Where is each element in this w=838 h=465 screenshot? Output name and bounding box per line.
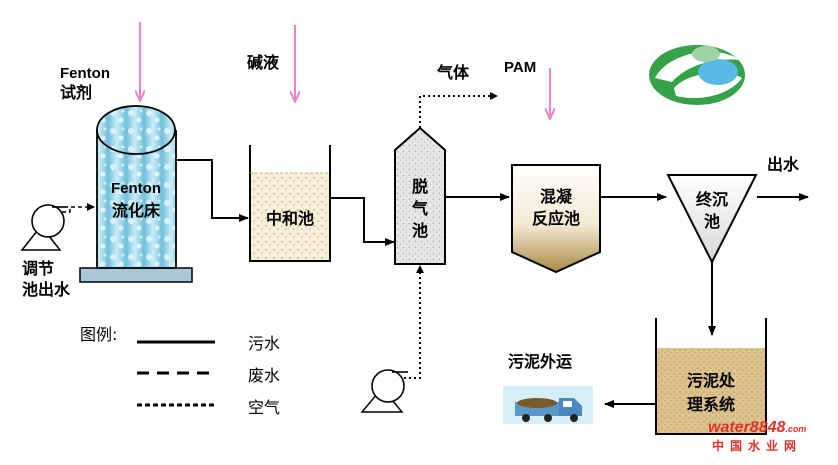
degas-label-2: 气 xyxy=(411,199,428,218)
flow-neutral-to-degas xyxy=(330,197,395,246)
final-label-1: 终沉 xyxy=(696,190,728,209)
legend-item-air: 空气 xyxy=(248,398,280,417)
flow-fenton-to-neutral xyxy=(176,159,249,222)
final-label-2: 池 xyxy=(704,212,720,231)
alkali-label: 碱液 xyxy=(247,53,280,72)
watermark-brand: water8848.com xyxy=(708,419,806,436)
inlet-pump-icon xyxy=(20,204,68,251)
sludge-sys-label-2: 理系统 xyxy=(687,395,735,414)
sludge-system-fill xyxy=(656,348,766,434)
outflow-label: 出水 xyxy=(767,155,800,174)
pam-label: PAM xyxy=(504,59,536,76)
coagulation-tank xyxy=(511,164,601,274)
sludge-system-tank xyxy=(655,318,767,435)
fenton-bed-label-2: 流化床 xyxy=(112,201,161,220)
fenton-bed-label-1: Fenton xyxy=(111,180,161,197)
fenton-reagent-label: Fenton xyxy=(60,65,110,82)
air-in-line xyxy=(404,265,424,379)
truck-icon xyxy=(503,386,593,424)
final-sedimentation-tank xyxy=(666,174,758,265)
degas-label-1: 脱 xyxy=(412,177,428,196)
coag-label-2: 反应池 xyxy=(532,209,580,228)
neutralization-label: 中和池 xyxy=(266,209,314,228)
blower-icon xyxy=(360,369,408,413)
legend-title: 图例: xyxy=(80,325,117,344)
coag-label-1: 混凝 xyxy=(540,187,573,206)
inlet-flow-line xyxy=(62,203,95,213)
degas-label-3: 池 xyxy=(412,221,428,240)
fenton-fluidized-bed xyxy=(79,105,193,283)
company-logo xyxy=(649,45,745,105)
watermark: water8848.com 中国水业网 xyxy=(708,419,806,453)
sludge-transport-label: 污泥外运 xyxy=(508,352,572,371)
degassing-tank xyxy=(394,126,446,265)
sludge-sys-label-1: 污泥处 xyxy=(687,371,736,390)
neutralization-fill xyxy=(250,173,330,261)
neutralization-tank xyxy=(249,145,331,262)
watermark-cn: 中国水业网 xyxy=(712,438,802,453)
gas-out-line xyxy=(419,92,498,128)
inlet-label-2: 池出水 xyxy=(22,280,71,299)
gas-label: 气体 xyxy=(436,63,470,82)
reagent-label: 试剂 xyxy=(60,83,92,102)
legend-item-wastewater: 废水 xyxy=(248,366,280,385)
legend-item-sewage: 污水 xyxy=(248,334,280,353)
inlet-label-1: 调节 xyxy=(22,259,54,278)
legend: 图例: 污水 废水 空气 xyxy=(80,325,280,417)
